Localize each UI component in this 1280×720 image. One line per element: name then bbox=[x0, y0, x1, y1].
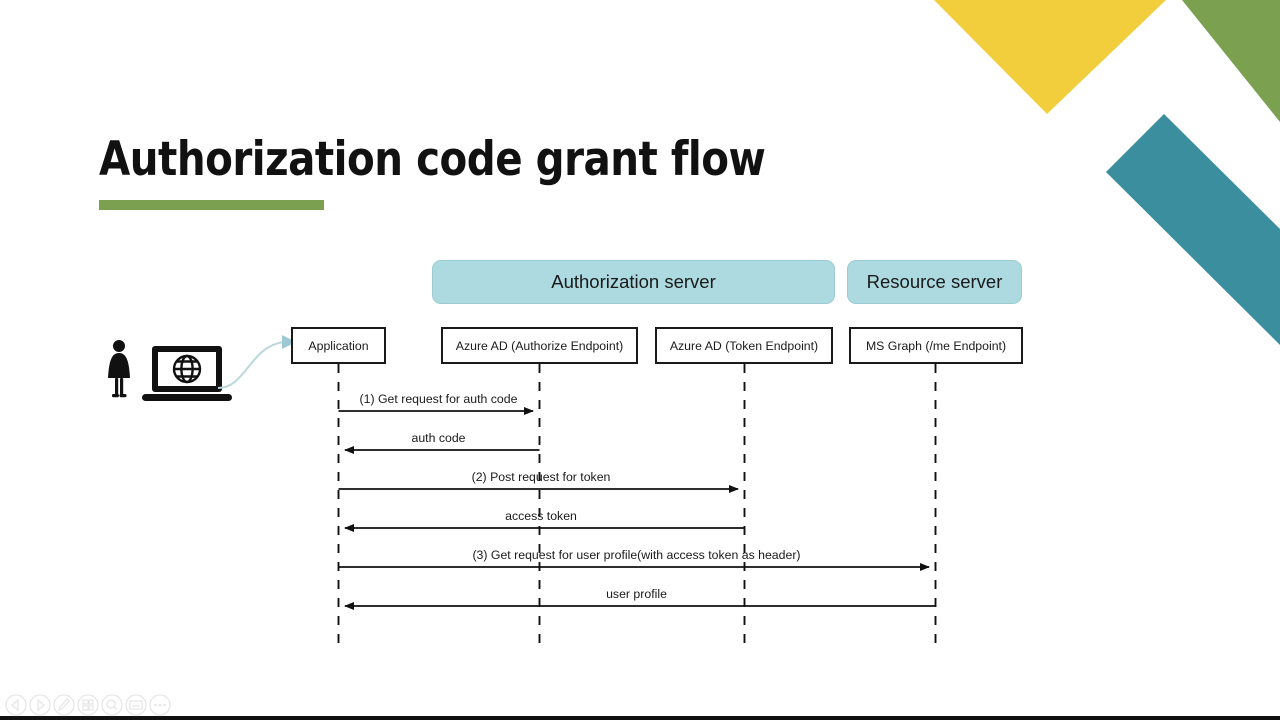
presenter-toolbar[interactable] bbox=[0, 690, 1280, 720]
participant-label-azure-ad-authorize: Azure AD (Authorize Endpoint) bbox=[455, 338, 624, 353]
message-label-5: (3) Get request for user profile(with ac… bbox=[472, 548, 801, 562]
group-label-authorization-server: Authorization server bbox=[551, 271, 716, 292]
chevron-right-icon bbox=[37, 698, 46, 712]
zoom-button[interactable] bbox=[101, 694, 123, 716]
bottom-black-bar bbox=[0, 716, 1280, 720]
all-slides-button[interactable] bbox=[77, 694, 99, 716]
participant-box-ms-graph: MS Graph (/me Endpoint) bbox=[849, 327, 1023, 364]
pen-icon bbox=[57, 698, 70, 712]
group-box-authorization-server: Authorization server bbox=[432, 260, 835, 304]
message-label-3: (2) Post request for token bbox=[471, 470, 611, 484]
chevron-left-icon bbox=[10, 698, 19, 712]
participant-box-azure-ad-authorize: Azure AD (Authorize Endpoint) bbox=[441, 327, 638, 364]
laptop-globe-icon bbox=[142, 346, 232, 401]
more-options-button[interactable] bbox=[149, 694, 171, 716]
message-label-4: access token bbox=[505, 509, 577, 523]
ellipsis-icon bbox=[154, 703, 166, 707]
message-label-6: user profile bbox=[606, 587, 667, 601]
message-label-2: auth code bbox=[411, 431, 466, 445]
previous-slide-button[interactable] bbox=[5, 694, 27, 716]
group-label-resource-server: Resource server bbox=[866, 271, 1003, 292]
browser-to-application-connector bbox=[217, 335, 296, 389]
pen-tool-button[interactable] bbox=[53, 694, 75, 716]
next-slide-button[interactable] bbox=[29, 694, 51, 716]
search-icon bbox=[106, 699, 118, 711]
group-box-resource-server: Resource server bbox=[847, 260, 1022, 304]
participant-box-application: Application bbox=[291, 327, 386, 364]
page-title: Authorization code grant flow bbox=[99, 132, 766, 187]
participant-label-application: Application bbox=[308, 338, 369, 353]
present-view-button[interactable] bbox=[125, 694, 147, 716]
title-block: Authorization code grant flow bbox=[99, 132, 859, 210]
participant-box-azure-ad-token: Azure AD (Token Endpoint) bbox=[655, 327, 833, 364]
person-icon bbox=[108, 340, 130, 398]
actor-icons-group bbox=[108, 340, 232, 401]
message-label-1: (1) Get request for auth code bbox=[359, 392, 518, 406]
participant-label-azure-ad-token: Azure AD (Token Endpoint) bbox=[669, 338, 819, 353]
participant-label-ms-graph: MS Graph (/me Endpoint) bbox=[865, 338, 1007, 353]
title-underline-rule bbox=[99, 200, 324, 210]
grid-icon bbox=[82, 699, 94, 711]
screen-icon bbox=[129, 700, 143, 710]
